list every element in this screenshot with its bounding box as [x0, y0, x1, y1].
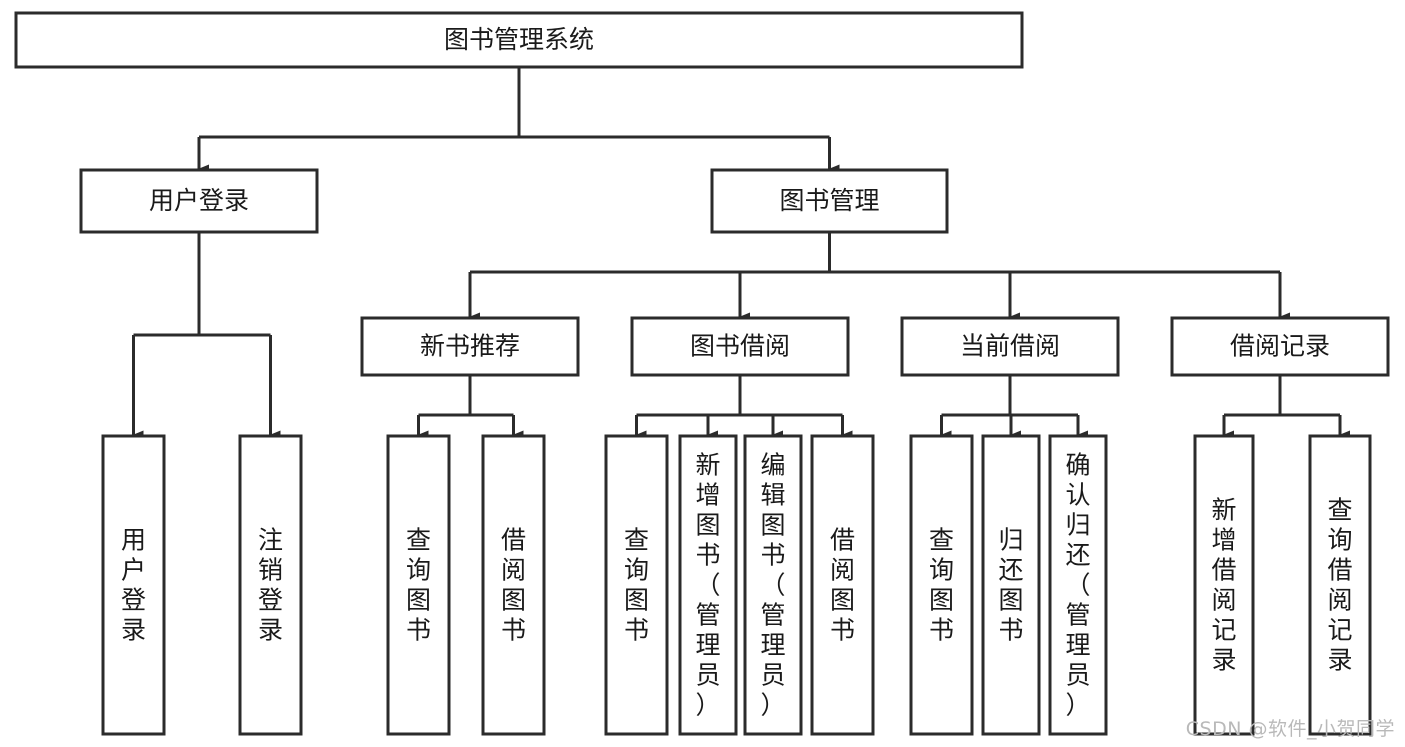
- node-leaf-add-record[interactable]: 新增借阅记录: [1193, 434, 1255, 736]
- node-label: 新增借阅记录: [1211, 495, 1236, 674]
- node-label: 确认归还（管理员）: [1065, 450, 1090, 719]
- node-borrow-record[interactable]: 借阅记录: [1170, 316, 1390, 377]
- node-box: [14, 11, 1024, 69]
- node-leaf-query-record[interactable]: 查询借阅记录: [1308, 434, 1372, 736]
- node-book-borrow[interactable]: 图书借阅: [630, 316, 850, 377]
- node-box: [743, 434, 803, 736]
- node-leaf-edit-book[interactable]: 编辑图书（管理员）: [743, 434, 803, 736]
- node-box: [909, 434, 974, 736]
- watermark-label: CSDN @软件_小贺同学: [1185, 718, 1395, 740]
- node-box: [604, 434, 669, 736]
- node-root[interactable]: 图书管理系统: [14, 11, 1024, 69]
- node-leaf-query-book-1[interactable]: 查询图书: [386, 434, 451, 736]
- node-label: 查询借阅记录: [1327, 495, 1352, 674]
- node-label: 新增图书（管理员）: [695, 450, 720, 719]
- node-label: 图书借阅: [690, 332, 790, 361]
- node-box: [981, 434, 1041, 736]
- node-box: [238, 434, 303, 736]
- node-box: [1308, 434, 1372, 736]
- edges-layer: [132, 67, 1350, 440]
- node-box: [1048, 434, 1108, 736]
- node-leaf-add-book[interactable]: 新增图书（管理员）: [678, 434, 738, 736]
- node-label: 用户登录: [149, 186, 249, 215]
- node-label: 编辑图书（管理员）: [760, 450, 785, 719]
- node-label: 当前借阅: [960, 332, 1060, 361]
- node-label: 查询图书: [929, 525, 954, 644]
- node-book-manage[interactable]: 图书管理: [710, 168, 949, 234]
- node-box: [1170, 316, 1390, 377]
- node-label: 图书管理: [779, 186, 879, 215]
- node-label: 借阅记录: [1230, 332, 1330, 361]
- node-leaf-user-login[interactable]: 用户登录: [101, 434, 166, 736]
- node-leaf-query-book-3[interactable]: 查询图书: [909, 434, 974, 736]
- node-leaf-return-book[interactable]: 归还图书: [981, 434, 1041, 736]
- node-box: [386, 434, 451, 736]
- node-box: [678, 434, 738, 736]
- node-label: 借阅图书: [501, 525, 526, 644]
- node-label: 图书管理系统: [444, 25, 594, 54]
- node-user-login[interactable]: 用户登录: [79, 168, 319, 234]
- node-label: 新书推荐: [420, 332, 520, 361]
- node-box: [630, 316, 850, 377]
- node-label: 借阅图书: [830, 525, 855, 644]
- node-box: [900, 316, 1120, 377]
- node-leaf-borrow-book-1[interactable]: 借阅图书: [481, 434, 546, 736]
- node-leaf-confirm-return[interactable]: 确认归还（管理员）: [1048, 434, 1108, 736]
- node-box: [810, 434, 875, 736]
- nodes-layer: 图书管理系统用户登录图书管理新书推荐图书借阅当前借阅借阅记录用户登录注销登录查询…: [14, 11, 1390, 736]
- node-box: [360, 316, 580, 377]
- node-label: 查询图书: [406, 525, 431, 644]
- node-new-book-rec[interactable]: 新书推荐: [360, 316, 580, 377]
- node-label: 注销登录: [258, 525, 283, 644]
- node-box: [79, 168, 319, 234]
- node-label: 用户登录: [121, 525, 146, 644]
- node-current-borrow[interactable]: 当前借阅: [900, 316, 1120, 377]
- node-leaf-logout[interactable]: 注销登录: [238, 434, 303, 736]
- node-leaf-borrow-book-2[interactable]: 借阅图书: [810, 434, 875, 736]
- node-box: [481, 434, 546, 736]
- node-leaf-query-book-2[interactable]: 查询图书: [604, 434, 669, 736]
- node-box: [101, 434, 166, 736]
- node-label: 查询图书: [624, 525, 649, 644]
- node-box: [710, 168, 949, 234]
- node-box: [1193, 434, 1255, 736]
- node-label: 归还图书: [998, 525, 1023, 644]
